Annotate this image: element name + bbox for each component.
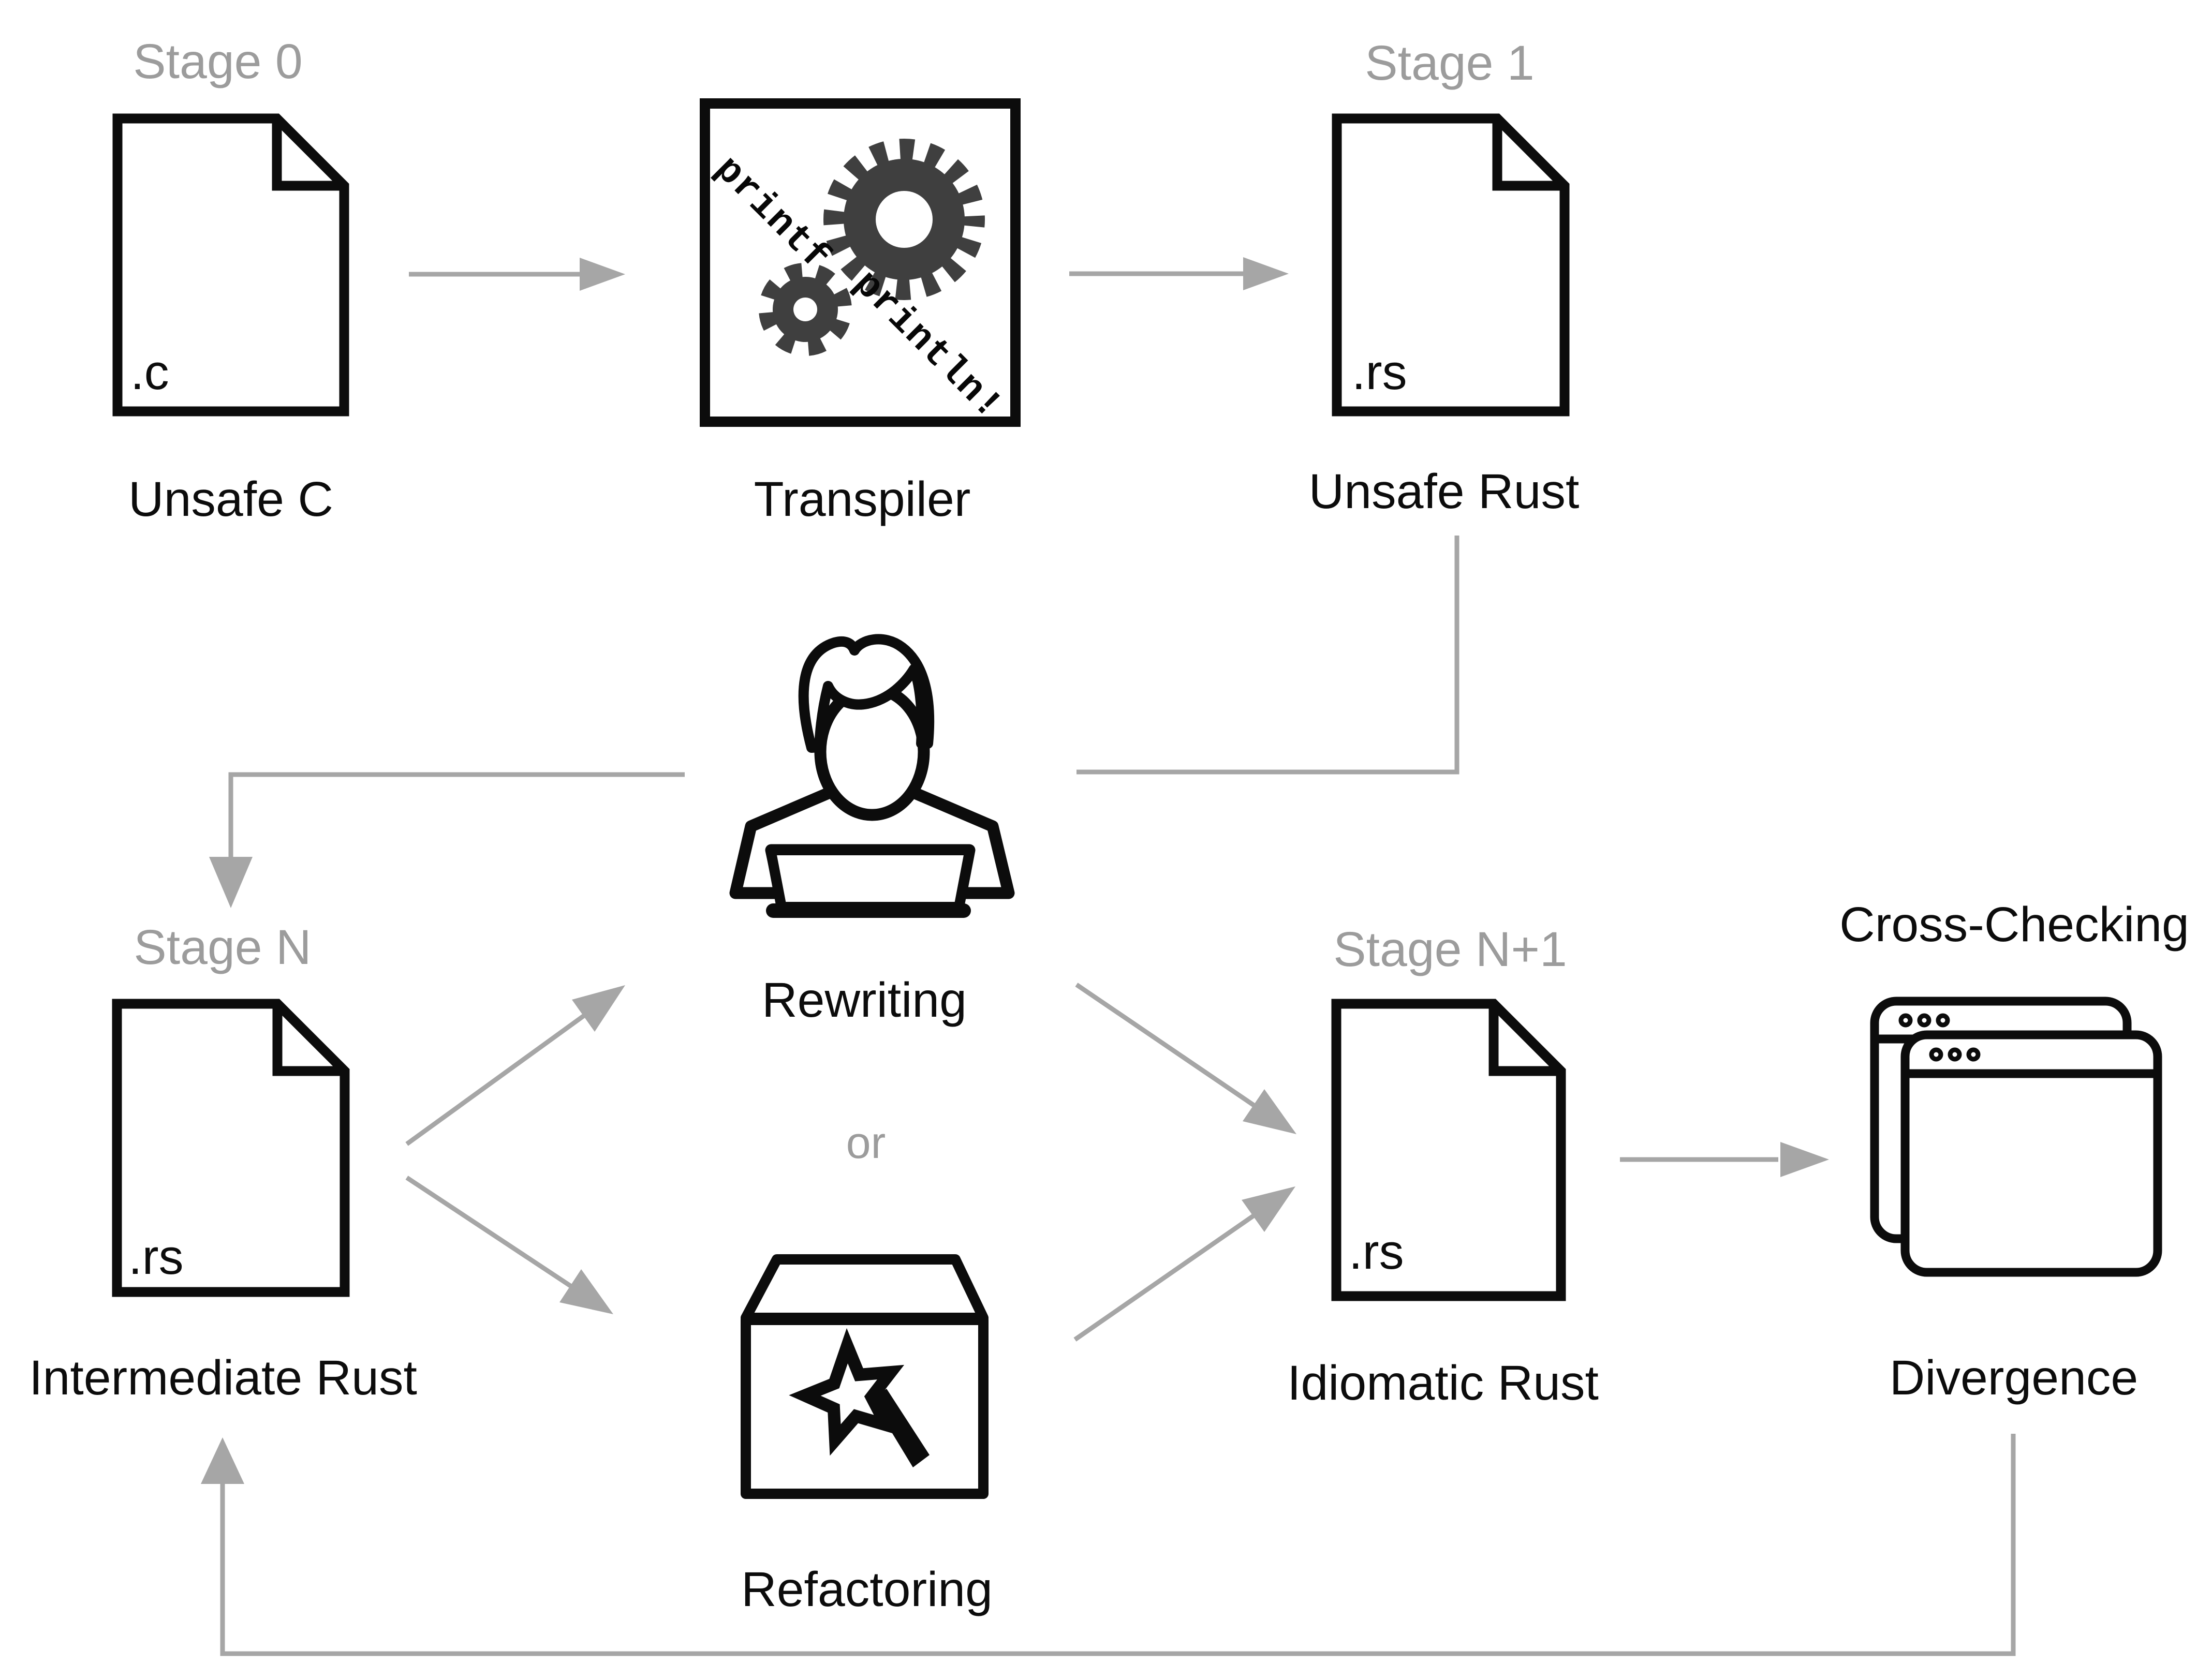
transpiler-label: Transpiler — [754, 472, 971, 527]
arrowhead-to-idiomatic-upper — [1243, 1089, 1296, 1134]
rs-file-badge-stagen1: .rs — [1349, 1224, 1404, 1280]
arrowhead-right-2 — [1243, 257, 1289, 290]
intermediate-rust-label: Intermediate Rust — [29, 1350, 417, 1405]
arrowhead-down-stagen — [209, 857, 253, 908]
magic-wand-icon — [789, 1328, 930, 1467]
feedback-loop-line — [220, 1434, 2016, 1656]
document-icons — [112, 113, 1570, 1301]
c-file-badge: .c — [130, 345, 169, 400]
arrow-intermediate-to-rewriting — [405, 1013, 587, 1146]
rs-file-icon-stagen1 — [1331, 999, 1566, 1301]
rewriting-label: Rewriting — [762, 973, 967, 1028]
connector-rewriting-to-stagen — [228, 772, 685, 859]
browser-window-front-icon — [1900, 1030, 2162, 1277]
stage1-label: Stage 1 — [1365, 36, 1535, 91]
gear-large-icon — [823, 139, 985, 300]
arrowhead-right-1 — [580, 258, 625, 291]
transpiler-box-icon — [700, 98, 1021, 427]
stage0-label: Stage 0 — [133, 34, 303, 89]
rs-file-icon-stage1 — [1332, 113, 1570, 417]
rs-file-icon-stagen — [112, 999, 350, 1297]
stagen1-label: Stage N+1 — [1333, 922, 1567, 977]
cross-checking-label: Cross-Checking — [1839, 897, 2189, 952]
connector-unsaferust-to-rewriting — [1076, 536, 1459, 775]
arrow-intermediate-to-refactoring — [405, 1176, 573, 1289]
arrowhead-to-refactoring — [559, 1269, 613, 1314]
arrowhead-to-idiomatic-lower — [1242, 1186, 1295, 1232]
arrowhead-to-rewriting — [572, 985, 625, 1032]
arrowhead-to-crosschecking — [1780, 1142, 1829, 1177]
or-label: or — [846, 1118, 886, 1168]
arrowhead-up-loop — [201, 1437, 244, 1484]
connector-lines — [220, 271, 2016, 1656]
unsafe-rust-label: Unsafe Rust — [1308, 464, 1580, 519]
unsafe-c-label: Unsafe C — [128, 472, 334, 527]
divergence-label: Divergence — [1889, 1350, 2139, 1405]
idiomatic-rust-label: Idiomatic Rust — [1287, 1356, 1599, 1410]
browser-windows-icon — [1870, 997, 2162, 1277]
refactoring-label: Refactoring — [741, 1562, 993, 1617]
rs-file-badge-stage1: .rs — [1352, 345, 1407, 400]
rs-file-badge-stagen: .rs — [128, 1229, 184, 1285]
gear-small-icon — [759, 263, 852, 356]
person-at-laptop-icon — [729, 634, 1015, 918]
stagen-label: Stage N — [134, 920, 312, 975]
c-file-icon — [112, 113, 349, 417]
arrow-refactoring-to-idiomatic — [1073, 1213, 1256, 1342]
arrowheads — [201, 257, 1829, 1484]
refactoring-box-icon — [741, 1254, 989, 1499]
arrow-rewriting-to-idiomatic — [1075, 983, 1256, 1108]
